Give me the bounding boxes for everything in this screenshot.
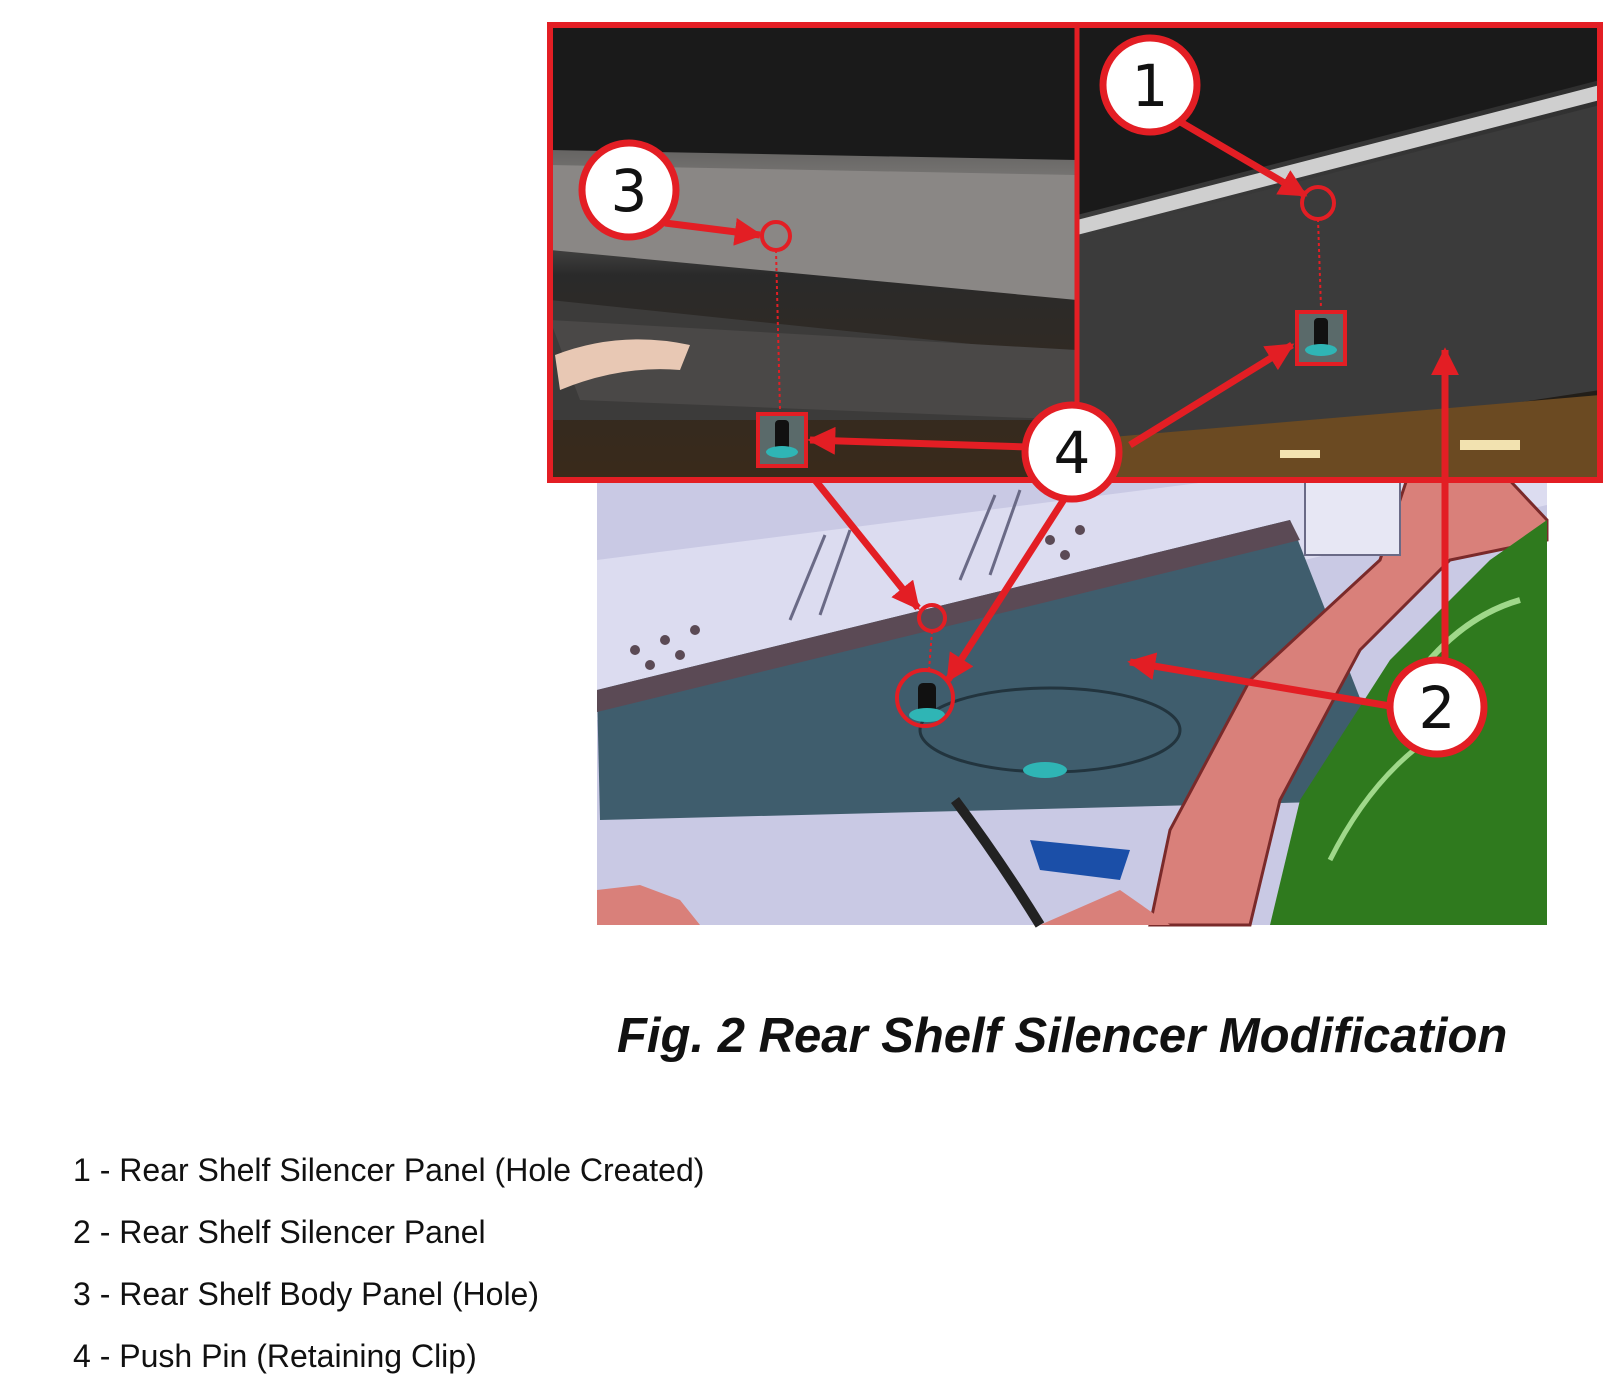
legend-item: 1 - Rear Shelf Silencer Panel (Hole Crea… (73, 1152, 705, 1188)
svg-text:3: 3 (611, 157, 648, 225)
callout-arrows (664, 106, 1459, 710)
cad-pin-marker (895, 668, 955, 728)
svg-text:4: 4 (1054, 419, 1091, 487)
svg-text:1: 1 (1132, 52, 1169, 120)
callout-3: 3 (578, 139, 680, 241)
photo-right-push-pin (1295, 310, 1347, 366)
legend-item: 3 - Rear Shelf Body Panel (Hole) (73, 1276, 539, 1312)
figure-caption: Fig. 2 Rear Shelf Silencer Modification (617, 1009, 1508, 1063)
callout-4: 4 (1021, 401, 1123, 503)
legend-list: 1 - Rear Shelf Silencer Panel (Hole Crea… (73, 1150, 704, 1398)
cad-push-pin (909, 683, 945, 722)
callout-1: 1 (1099, 34, 1201, 136)
photo-inset (547, 22, 1603, 483)
legend-item: 2 - Rear Shelf Silencer Panel (73, 1214, 486, 1250)
svg-text:2: 2 (1419, 674, 1456, 742)
callout-2: 2 (1386, 656, 1488, 758)
rear-shelf-figure: 1 2 3 4 (547, 22, 1603, 928)
legend-item: 4 - Push Pin (Retaining Clip) (73, 1338, 477, 1374)
photo-left-push-pin (756, 412, 808, 468)
